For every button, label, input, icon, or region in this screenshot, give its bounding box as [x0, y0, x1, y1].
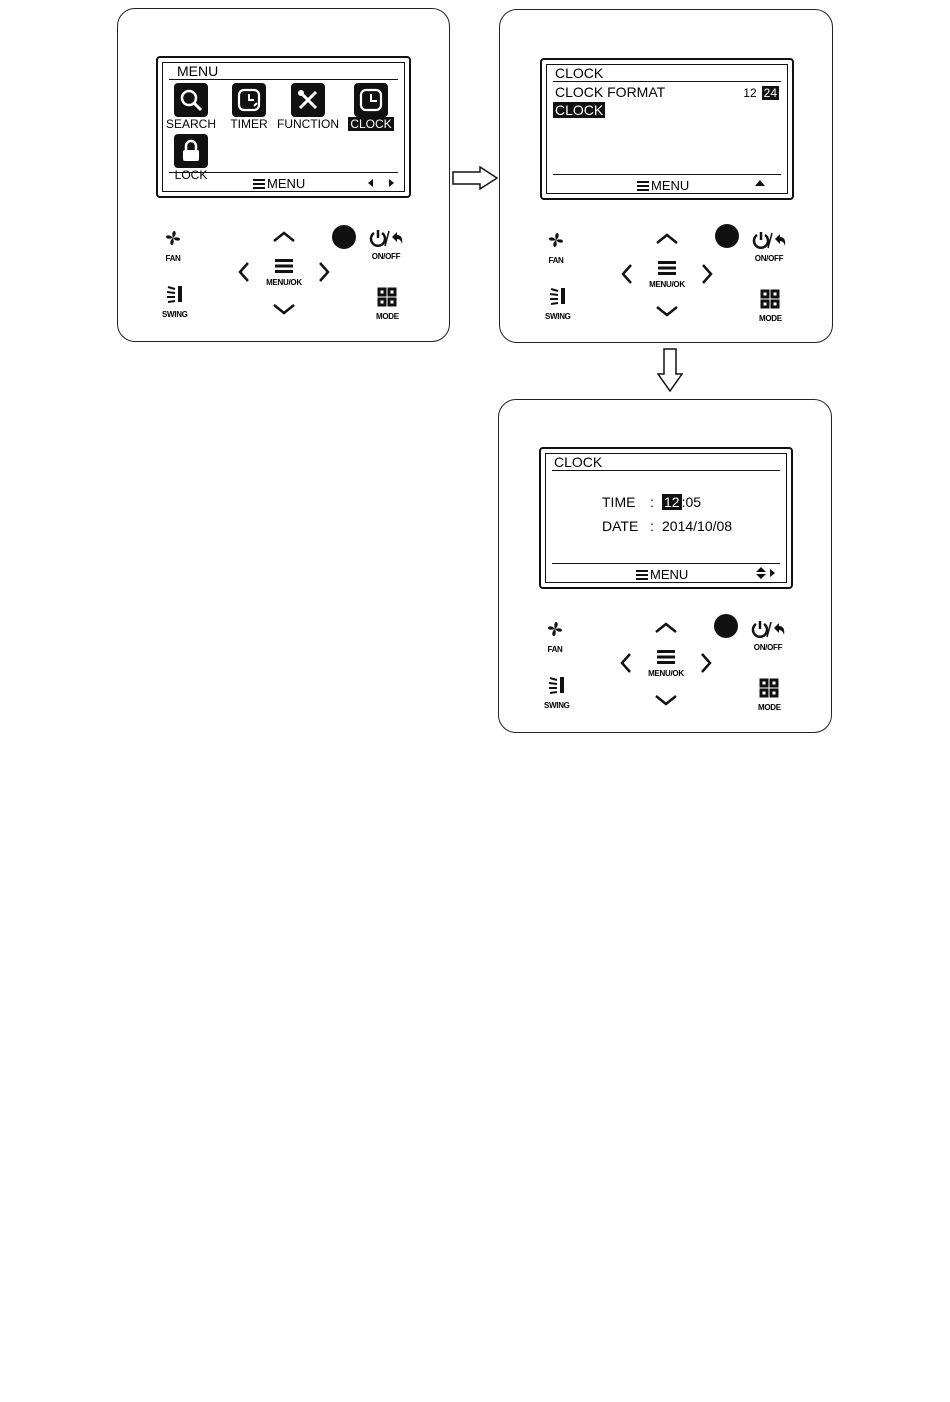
right-arrow-button[interactable]	[701, 263, 713, 285]
fan-icon	[162, 227, 184, 249]
flow-arrow-down	[657, 348, 683, 392]
clock-row-label[interactable]: CLOCK	[553, 102, 605, 118]
function-icon	[291, 83, 325, 117]
indicator-dot	[715, 224, 739, 248]
time-minutes[interactable]: :05	[682, 494, 701, 510]
format-option-12[interactable]: 12	[741, 86, 758, 100]
on-off-button[interactable]: ON/OFF	[751, 231, 787, 263]
screen-menu-bar: MENU	[253, 176, 305, 191]
date-value[interactable]: 2014/10/08	[662, 518, 732, 534]
menu-ok-button[interactable]: MENU/OK	[645, 261, 689, 289]
mode-icon	[377, 287, 397, 307]
format-option-24[interactable]: 24	[762, 86, 779, 100]
left-arrow-button[interactable]	[620, 652, 632, 674]
date-row: DATE : 2014/10/08	[602, 518, 732, 534]
date-label: DATE	[602, 518, 650, 534]
timer-icon	[232, 83, 266, 117]
menu-item-label: LOCK	[171, 168, 211, 182]
up-indicator-icon	[755, 180, 765, 186]
fan-icon	[545, 229, 567, 251]
date-colon: :	[650, 518, 662, 534]
swing-button[interactable]: SWING	[545, 285, 571, 321]
menu-icon	[637, 181, 649, 191]
up-arrow-button[interactable]	[655, 233, 679, 245]
menu-item-label: FUNCTION	[275, 117, 341, 131]
screen-title: CLOCK	[554, 454, 602, 470]
right-arrow-button[interactable]	[700, 652, 712, 674]
screen-title: CLOCK	[555, 65, 603, 81]
flow-arrow-right	[452, 166, 498, 190]
indicator-dot	[714, 614, 738, 638]
fan-button[interactable]: FAN	[544, 618, 566, 654]
power-back-icon	[368, 229, 404, 247]
swing-button[interactable]: SWING	[544, 674, 570, 710]
menu-item-timer[interactable]: TIMER	[227, 83, 271, 131]
menu-icon	[636, 570, 648, 580]
menu-item-search[interactable]: SEARCH	[165, 83, 217, 131]
controller-panel-menu: MENU SEARCH TIMER FUNCTION	[117, 8, 450, 342]
swing-icon	[547, 285, 569, 307]
mode-button[interactable]: MODE	[758, 678, 781, 712]
down-arrow-button[interactable]	[654, 694, 678, 706]
screen-menu-bar: MENU	[636, 567, 688, 582]
clock-icon	[354, 83, 388, 117]
menu-item-label: TIMER	[227, 117, 271, 131]
lcd-screen: MENU SEARCH TIMER FUNCTION	[156, 56, 411, 198]
mode-button[interactable]: MODE	[759, 289, 782, 323]
menu-ok-button[interactable]: MENU/OK	[262, 259, 306, 287]
time-label: TIME	[602, 494, 650, 510]
search-icon	[174, 83, 208, 117]
left-right-indicator-icon	[368, 178, 394, 188]
on-off-button[interactable]: ON/OFF	[368, 229, 404, 261]
swing-button[interactable]: SWING	[162, 283, 188, 319]
clock-format-label: CLOCK FORMAT	[555, 84, 665, 100]
left-arrow-button[interactable]	[238, 261, 250, 283]
menu-item-clock[interactable]: CLOCK	[347, 83, 395, 131]
lcd-screen: CLOCK CLOCK FORMAT 12 24 CLOCK MENU	[540, 58, 794, 200]
time-hour-field[interactable]: 12	[662, 494, 682, 510]
fan-button[interactable]: FAN	[545, 229, 567, 265]
clock-format-selector[interactable]: 12 24	[741, 86, 779, 100]
menu-item-label: SEARCH	[165, 117, 217, 131]
lcd-screen: CLOCK TIME : 12 :05 DATE : 2014/10/08 ME…	[539, 447, 793, 589]
lock-icon	[174, 134, 208, 168]
fan-button[interactable]: FAN	[162, 227, 184, 263]
right-arrow-button[interactable]	[318, 261, 330, 283]
time-row: TIME : 12 :05	[602, 494, 701, 510]
mode-icon	[760, 289, 780, 309]
menu-icon	[253, 179, 265, 189]
mode-icon	[759, 678, 779, 698]
controller-panel-clock-format: CLOCK CLOCK FORMAT 12 24 CLOCK MENU FAN …	[499, 9, 833, 343]
screen-title: MENU	[177, 63, 218, 79]
up-arrow-button[interactable]	[272, 231, 296, 243]
fan-icon	[544, 618, 566, 640]
swing-icon	[164, 283, 186, 305]
on-off-button[interactable]: ON/OFF	[750, 620, 786, 652]
indicator-dot	[332, 225, 356, 249]
up-down-right-indicator-icon	[756, 567, 776, 579]
menu-icon	[275, 259, 293, 273]
down-arrow-button[interactable]	[655, 305, 679, 317]
menu-item-lock[interactable]: LOCK	[171, 134, 211, 182]
mode-button[interactable]: MODE	[376, 287, 399, 321]
left-arrow-button[interactable]	[621, 263, 633, 285]
menu-item-function[interactable]: FUNCTION	[275, 83, 341, 131]
swing-icon	[546, 674, 568, 696]
menu-icon	[657, 650, 675, 664]
power-back-icon	[751, 231, 787, 249]
down-arrow-button[interactable]	[272, 303, 296, 315]
controller-panel-clock-set: CLOCK TIME : 12 :05 DATE : 2014/10/08 ME…	[498, 399, 832, 733]
menu-item-label: CLOCK	[347, 117, 395, 131]
screen-menu-bar: MENU	[637, 178, 689, 193]
menu-ok-button[interactable]: MENU/OK	[644, 650, 688, 678]
up-arrow-button[interactable]	[654, 622, 678, 634]
menu-icon	[658, 261, 676, 275]
power-back-icon	[750, 620, 786, 638]
time-colon: :	[650, 494, 662, 510]
